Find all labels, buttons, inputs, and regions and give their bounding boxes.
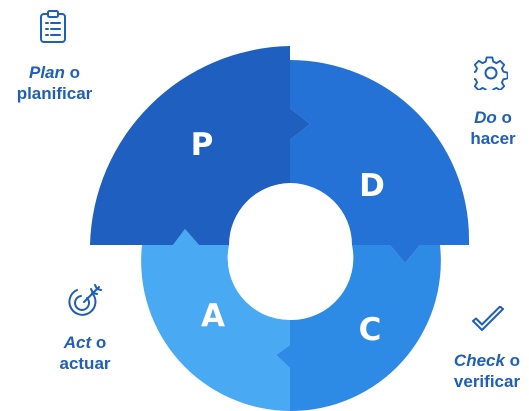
caption-act-connector: o — [91, 333, 107, 352]
caption-check: Check o verificar — [446, 350, 528, 392]
caption-plan: Plan o planificar — [2, 62, 107, 104]
letter-act: A — [201, 298, 225, 334]
segment-plan — [90, 46, 310, 245]
caption-do: Do o hacer — [460, 107, 526, 149]
caption-check-term: Check — [453, 351, 505, 370]
caption-do-translation: hacer — [470, 129, 516, 148]
segment-do — [290, 60, 469, 263]
caption-act-term: Act — [63, 333, 92, 352]
target-icon — [68, 284, 102, 316]
caption-plan-term: Plan — [28, 63, 65, 82]
letter-plan: P — [191, 127, 214, 163]
checkmark-icon — [472, 306, 504, 331]
caption-act: Act o actuar — [45, 332, 125, 374]
segment-act — [141, 229, 290, 411]
caption-do-connector: o — [496, 108, 512, 127]
caption-do-term: Do — [474, 108, 497, 127]
caption-check-translation: verificar — [453, 372, 521, 391]
letter-check: C — [359, 312, 382, 348]
caption-check-connector: o — [504, 351, 521, 370]
clipboard-list-icon — [40, 10, 66, 43]
letter-do: D — [359, 168, 385, 204]
gear-icon — [474, 56, 508, 90]
caption-plan-translation: planificar — [16, 84, 93, 103]
caption-plan-connector: o — [64, 63, 80, 82]
segment-check — [276, 245, 441, 411]
caption-act-translation: actuar — [59, 354, 111, 373]
